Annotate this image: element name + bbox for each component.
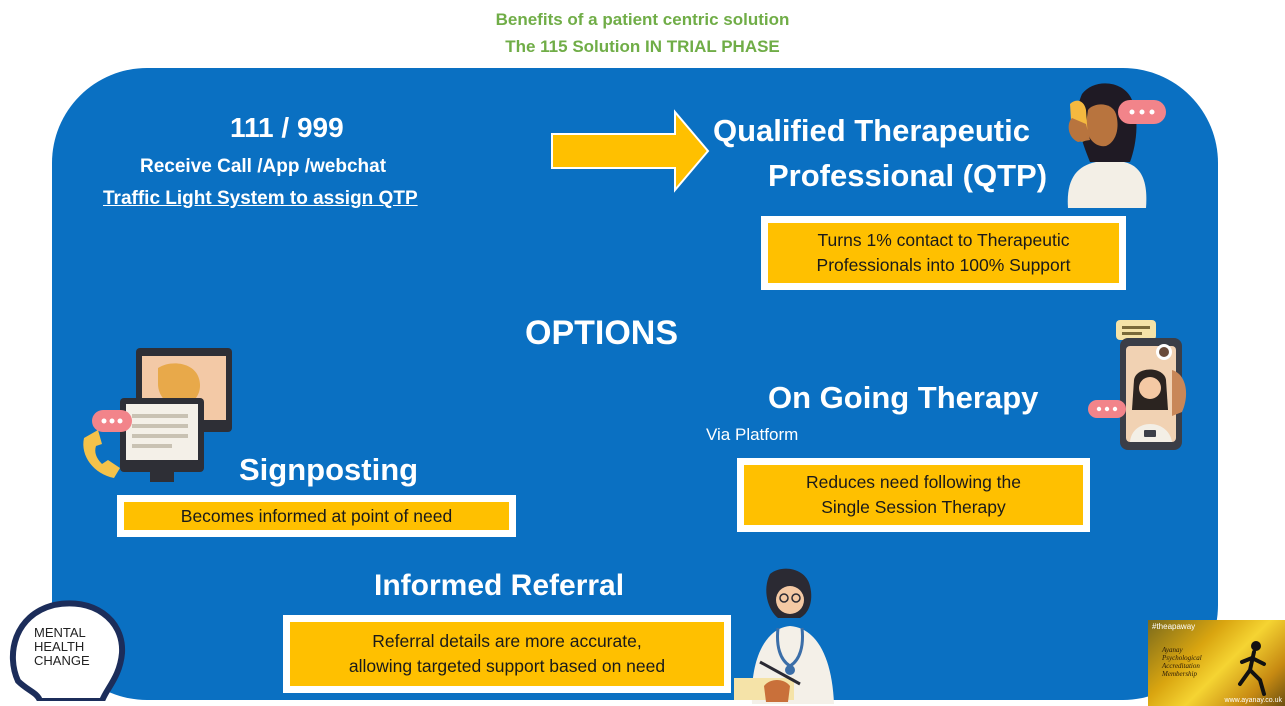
signposting-callout-text: Becomes informed at point of need bbox=[180, 505, 453, 526]
ongoing-therapy-subtitle: Via Platform bbox=[706, 425, 799, 444]
options-title: OPTIONS bbox=[525, 314, 679, 352]
badge-body: Ayanay Psychological Accreditation Membe… bbox=[1162, 646, 1202, 678]
ongoing-callout-line1: Reduces need following the bbox=[805, 472, 1021, 492]
logo-line3: CHANGE bbox=[34, 653, 90, 668]
arrow-right-icon bbox=[551, 109, 710, 193]
woman-on-phone-icon bbox=[1067, 83, 1166, 208]
content-panel bbox=[52, 68, 1218, 700]
qtp-title-line2: Professional (QTP) bbox=[768, 158, 1048, 193]
logo-text: MENTAL HEALTH CHANGE bbox=[34, 626, 90, 668]
logo-line2: HEALTH bbox=[34, 639, 85, 654]
entry-channels: Receive Call /App /webchat bbox=[140, 156, 387, 177]
doctor-writing-icon bbox=[734, 568, 834, 704]
signposting-callout: Becomes informed at point of need bbox=[117, 495, 516, 537]
badge-line4: Membership bbox=[1162, 670, 1197, 678]
signposting-title: Signposting bbox=[239, 452, 419, 487]
informed-referral-title: Informed Referral bbox=[374, 569, 625, 602]
ayanay-membership-badge: #theapaway Ayanay Psychological Accredit… bbox=[1148, 620, 1285, 706]
referral-callout: Referral details are more accurate, allo… bbox=[283, 615, 731, 693]
qtp-callout: Turns 1% contact to Therapeutic Professi… bbox=[761, 216, 1126, 290]
badge-line1: Ayanay bbox=[1162, 646, 1183, 654]
referral-callout-line1: Referral details are more accurate, bbox=[372, 631, 642, 651]
badge-url[interactable]: www.ayanay.co.uk bbox=[1224, 697, 1282, 704]
ongoing-therapy-title: On Going Therapy bbox=[768, 380, 1039, 415]
entry-number: 111 / 999 bbox=[230, 112, 344, 143]
qtp-title-line1: Qualified Therapeutic bbox=[713, 113, 1030, 148]
phone-video-call-icon bbox=[1088, 320, 1187, 450]
badge-line3: Accreditation bbox=[1162, 662, 1200, 670]
qtp-callout-line2: Professionals into 100% Support bbox=[816, 255, 1071, 275]
slide-header: Benefits of a patient centric solution T… bbox=[0, 6, 1285, 60]
badge-line2: Psychological bbox=[1162, 654, 1202, 662]
ongoing-callout-line2: Single Session Therapy bbox=[821, 497, 1006, 517]
logo-line1: MENTAL bbox=[34, 625, 86, 640]
ongoing-callout: Reduces need following the Single Sessio… bbox=[737, 458, 1090, 532]
qtp-callout-line1: Turns 1% contact to Therapeutic bbox=[817, 230, 1070, 250]
runner-icon bbox=[1238, 641, 1266, 696]
computer-screens-icon bbox=[83, 348, 232, 482]
referral-callout-line2: allowing targeted support based on need bbox=[348, 656, 666, 676]
badge-hashtag: #theapaway bbox=[1152, 622, 1196, 631]
header-subtitle: The 115 Solution IN TRIAL PHASE bbox=[505, 37, 780, 56]
mental-health-change-logo bbox=[9, 600, 126, 701]
header-title: Benefits of a patient centric solution bbox=[495, 10, 790, 29]
traffic-light-link[interactable]: Traffic Light System to assign QTP bbox=[103, 188, 418, 209]
